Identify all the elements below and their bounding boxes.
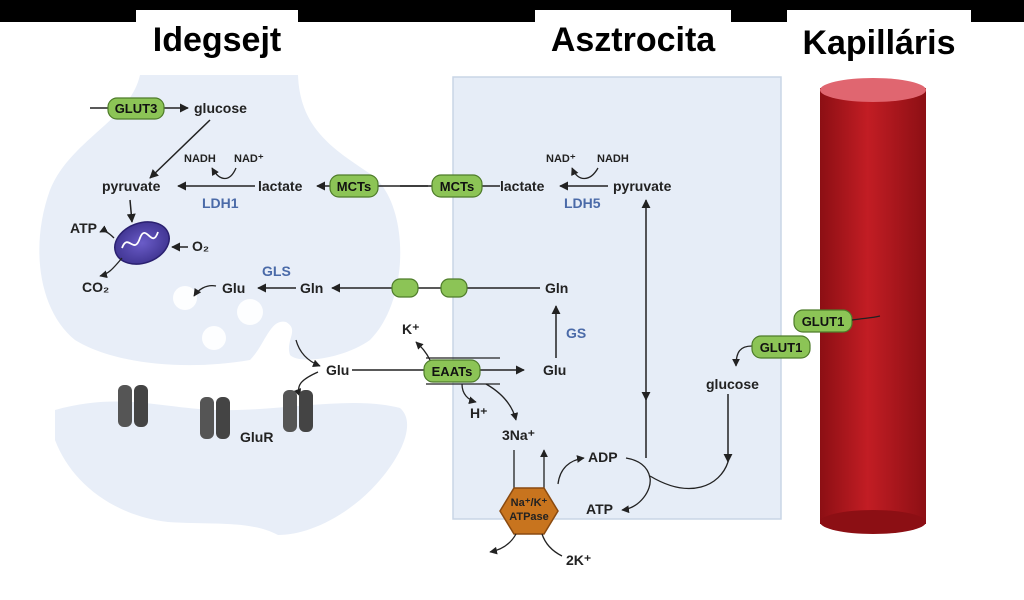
glut1-capillary — [793, 309, 853, 333]
glur-label: GluR — [240, 429, 273, 445]
vesicle — [173, 286, 197, 310]
astro-glu: Glu — [543, 362, 566, 378]
neuron-glucose: glucose — [194, 100, 247, 116]
astro-nad: NAD⁺ — [546, 153, 576, 165]
atpase-line1: Na⁺/K⁺ — [511, 497, 548, 509]
gln-transporter-neuron — [391, 278, 419, 298]
capillary-vessel — [820, 88, 926, 524]
astro-glucose: glucose — [706, 376, 759, 392]
cleft-glu: Glu — [326, 362, 349, 378]
astro-nadh: NADH — [597, 153, 629, 165]
eaats-label: EAATs — [432, 364, 473, 379]
glut1-astrocyte — [751, 335, 811, 359]
ldh1-label: LDH1 — [202, 195, 239, 211]
neuron-glu: Glu — [222, 280, 245, 296]
vesicle — [202, 326, 226, 350]
atpase-line2: ATPase — [509, 511, 549, 523]
astro-na3: 3Na⁺ — [502, 427, 535, 443]
neuron-co2: CO₂ — [82, 279, 109, 295]
capillary-bottom — [820, 510, 926, 534]
eaats-transporter — [423, 359, 481, 383]
vesicle — [237, 299, 263, 325]
gln-transporter-astro — [440, 278, 468, 298]
header-astrocyte: Asztrocita — [535, 10, 731, 62]
gs-label: GS — [566, 325, 586, 341]
glur-receptor — [283, 390, 313, 432]
mcts-neuron-transporter — [329, 174, 379, 198]
glut3-label: GLUT3 — [115, 101, 158, 116]
mcts-astro-transporter — [431, 174, 483, 198]
astro-pyruvate: pyruvate — [613, 178, 672, 194]
mcts-neuron-label: MCTs — [337, 179, 371, 194]
header-neuron: Idegsejt — [136, 10, 298, 62]
neuron-pyruvate: pyruvate — [102, 178, 161, 194]
neuron-atp: ATP — [70, 220, 97, 236]
glut1-capillary-label: GLUT1 — [802, 314, 845, 329]
glur-receptor — [118, 385, 148, 427]
neuron-kplus: K⁺ — [402, 321, 420, 337]
glut1-astrocyte-label: GLUT1 — [760, 340, 803, 355]
mitochondrion — [114, 221, 170, 265]
neuron-nadh: NADH — [184, 153, 216, 165]
astro-atp: ATP — [586, 501, 613, 517]
astro-k2: 2K⁺ — [566, 552, 591, 568]
gls-label: GLS — [262, 263, 291, 279]
capillary-top — [820, 78, 926, 102]
glur-receptor — [200, 397, 230, 439]
neuron-terminal-shape — [39, 75, 401, 366]
neuron-hplus: H⁺ — [470, 405, 488, 421]
astro-adp: ADP — [588, 449, 618, 465]
glut3-transporter — [107, 97, 165, 120]
neuron-nad: NAD⁺ — [234, 153, 264, 165]
mcts-astro-label: MCTs — [440, 179, 474, 194]
na-k-atpase — [499, 487, 559, 535]
neuron-lactate: lactate — [258, 178, 303, 194]
astro-lactate: lactate — [500, 178, 545, 194]
astrocyte-region — [452, 76, 782, 520]
postsynaptic-shape — [55, 401, 408, 535]
astro-gln: Gln — [545, 280, 568, 296]
header-capillary: Kapilláris — [787, 10, 971, 72]
neuron-o2: O₂ — [192, 238, 209, 254]
neuron-gln: Gln — [300, 280, 323, 296]
ldh5-label: LDH5 — [564, 195, 601, 211]
